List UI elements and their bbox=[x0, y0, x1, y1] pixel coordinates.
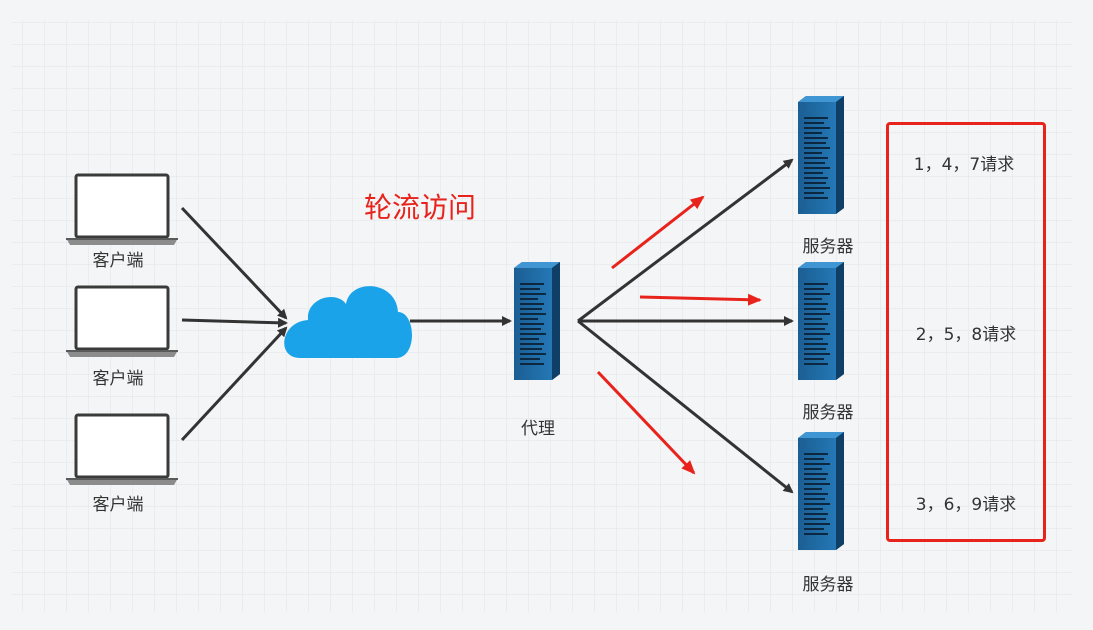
proxy-label: 代理 bbox=[521, 419, 555, 439]
server-label: 服务器 bbox=[802, 403, 854, 423]
laptop-icon bbox=[64, 173, 180, 247]
server3-requests: 3，6，9请求 bbox=[915, 495, 1017, 515]
round-robin-arrow bbox=[596, 370, 696, 475]
laptop-icon bbox=[64, 413, 180, 487]
arrow-client-to-cloud bbox=[180, 326, 288, 442]
server-icon bbox=[797, 95, 845, 215]
arrow-client-to-cloud bbox=[180, 206, 288, 320]
cloud-icon bbox=[284, 286, 412, 358]
round-robin-arrow bbox=[611, 195, 705, 270]
server-label: 服务器 bbox=[802, 237, 854, 257]
proxy-server-icon bbox=[513, 261, 561, 381]
server-label: 服务器 bbox=[802, 575, 854, 595]
client-label: 客户端 bbox=[92, 251, 144, 271]
diagram-title: 轮流访问 bbox=[364, 191, 477, 224]
server-icon bbox=[797, 261, 845, 381]
client-label: 客户端 bbox=[92, 495, 144, 515]
server-icon bbox=[797, 431, 845, 551]
server1-requests: 1，4，7请求 bbox=[913, 155, 1015, 175]
laptop-icon bbox=[64, 285, 180, 359]
client-label: 客户端 bbox=[92, 369, 144, 389]
arrow-proxy-to-server bbox=[577, 319, 794, 494]
arrow-client-to-cloud bbox=[181, 317, 288, 328]
request-distribution-box bbox=[886, 122, 1046, 542]
arrow-proxy-to-server bbox=[577, 158, 794, 323]
round-robin-arrow bbox=[639, 293, 762, 306]
server2-requests: 2，5，8请求 bbox=[915, 325, 1017, 345]
